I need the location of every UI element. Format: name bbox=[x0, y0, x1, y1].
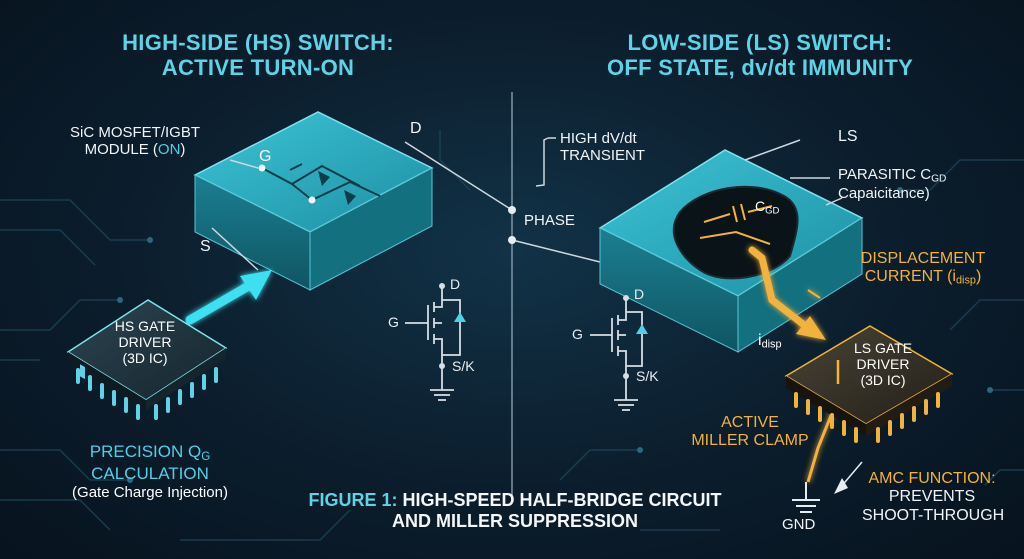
parasitic-sub: GD bbox=[931, 173, 947, 185]
ls-driver-label: LS GATE DRIVER (3D IC) bbox=[838, 340, 928, 388]
transient-line2: TRANSIENT bbox=[560, 147, 646, 165]
displacement-label: DISPLACEMENT CURRENT (idisp) bbox=[848, 250, 998, 288]
body-diode-right bbox=[636, 324, 648, 334]
figure-line1: HIGH-SPEED HALF-BRIDGE CIRCUIT bbox=[402, 490, 722, 510]
amc-line1: AMC FUNCTION: bbox=[868, 470, 996, 487]
transient-line1: HIGH dV/dt bbox=[560, 130, 637, 147]
phase-node bbox=[508, 236, 516, 244]
miller-clamp-label: ACTIVE MILLER CLAMP bbox=[690, 414, 810, 451]
parasitic-label: PARASITIC CGD Capaicitance) bbox=[838, 166, 946, 203]
sym-right-sk: S/K bbox=[636, 368, 659, 384]
precision-line2: CALCULATION bbox=[91, 464, 209, 484]
precision-line3: (Gate Charge Injection) bbox=[72, 483, 228, 501]
hs-driver-label: HS GATE DRIVER (3D IC) bbox=[100, 318, 190, 366]
gnd-symbol bbox=[792, 482, 820, 513]
figure-line2: AND MILLER SUPPRESSION bbox=[391, 510, 639, 531]
hs-driver-line1: HS GATE bbox=[114, 318, 176, 334]
hs-wires bbox=[211, 141, 513, 271]
trace-dots bbox=[117, 187, 993, 483]
amc-label: AMC FUNCTION: PREVENTS SHOOT-THROUGH bbox=[862, 470, 1005, 525]
mosfet-symbol-right bbox=[590, 300, 643, 411]
sym-right-g: G bbox=[572, 326, 583, 342]
hs-pin-drain: D bbox=[410, 120, 422, 137]
ls-title: LOW-SIDE (LS) SWITCH: OFF STATE, dv/dt I… bbox=[600, 30, 920, 81]
ls-label: LS bbox=[838, 128, 858, 145]
hs-module-line2-suffix: ) bbox=[180, 141, 186, 159]
figure-number: FIGURE 1: bbox=[308, 490, 398, 510]
node-d-right bbox=[623, 295, 629, 301]
cgd-label: CGD bbox=[755, 198, 780, 217]
figure-caption: FIGURE 1: HIGH-SPEED HALF-BRIDGE CIRCUIT… bbox=[290, 490, 740, 531]
ls-title-line1: LOW-SIDE (LS) SWITCH: bbox=[627, 30, 893, 55]
hs-module-line2-prefix: MODULE ( bbox=[84, 141, 158, 159]
hs-module-state: ON bbox=[157, 141, 181, 159]
amc-line3: SHOOT-THROUGH bbox=[862, 506, 1005, 524]
hs-module-label: SiC MOSFET/IGBT MODULE (ON) bbox=[60, 124, 210, 159]
miller-line1: ACTIVE bbox=[721, 414, 779, 431]
idisp-label: idisp bbox=[758, 332, 782, 351]
amc-line2: PREVENTS bbox=[888, 488, 976, 506]
sym-right-d: D bbox=[634, 286, 645, 302]
circuit-traces bbox=[0, 130, 1024, 541]
phase-wiring bbox=[511, 137, 601, 263]
cgd-capacitor bbox=[699, 203, 773, 245]
ls-title-line2: OFF STATE, dv/dt IMMUNITY bbox=[606, 55, 914, 81]
hs-title: HIGH-SIDE (HS) SWITCH: ACTIVE TURN-ON bbox=[108, 30, 408, 81]
ls-driver-line2: DRIVER bbox=[856, 356, 910, 373]
transient-label: HIGH dV/dt TRANSIENT bbox=[560, 130, 645, 165]
node-sk-right bbox=[623, 373, 629, 379]
phase-label: PHASE bbox=[524, 212, 575, 229]
hs-module-block bbox=[193, 111, 434, 291]
parasitic-line1: PARASITIC C bbox=[838, 166, 932, 183]
precision-label: PRECISION QG CALCULATION (Gate Charge In… bbox=[55, 442, 245, 501]
ls-wires bbox=[744, 139, 843, 206]
ls-driver-line1: LS GATE bbox=[853, 340, 913, 356]
hs-drive-arrow bbox=[185, 270, 272, 325]
hs-driver-chip bbox=[66, 299, 228, 420]
gnd-label: GND bbox=[782, 516, 816, 533]
hs-driver-line3: (3D IC) bbox=[122, 350, 168, 367]
body-diode-left bbox=[454, 312, 466, 322]
node-sk-left bbox=[439, 363, 445, 369]
parasitic-line2: Capaicitance) bbox=[838, 185, 930, 203]
sym-left-d: D bbox=[450, 276, 461, 292]
mosfet-symbol-left bbox=[405, 288, 461, 401]
precision-line1: PRECISION Q bbox=[89, 442, 202, 461]
ls-driver-chip bbox=[784, 325, 954, 443]
hs-pin-source: S bbox=[200, 238, 211, 255]
hs-title-line1: HIGH-SIDE (HS) SWITCH: bbox=[122, 30, 394, 55]
sym-left-g: G bbox=[388, 314, 399, 330]
miller-line2: MILLER CLAMP bbox=[691, 432, 809, 450]
amc-arrow bbox=[834, 461, 863, 494]
hs-driver-line2: DRIVER bbox=[118, 334, 172, 351]
sym-left-sk: S/K bbox=[452, 358, 475, 374]
node-d-left bbox=[439, 283, 445, 289]
hs-module-line1: SiC MOSFET/IGBT bbox=[69, 124, 200, 141]
hs-title-line2: ACTIVE TURN-ON bbox=[161, 55, 355, 81]
displacement-line1: DISPLACEMENT bbox=[860, 250, 986, 267]
hs-pin-gate: G bbox=[259, 148, 272, 165]
ls-driver-line3: (3D IC) bbox=[860, 372, 906, 389]
phase-node-top bbox=[508, 206, 516, 214]
